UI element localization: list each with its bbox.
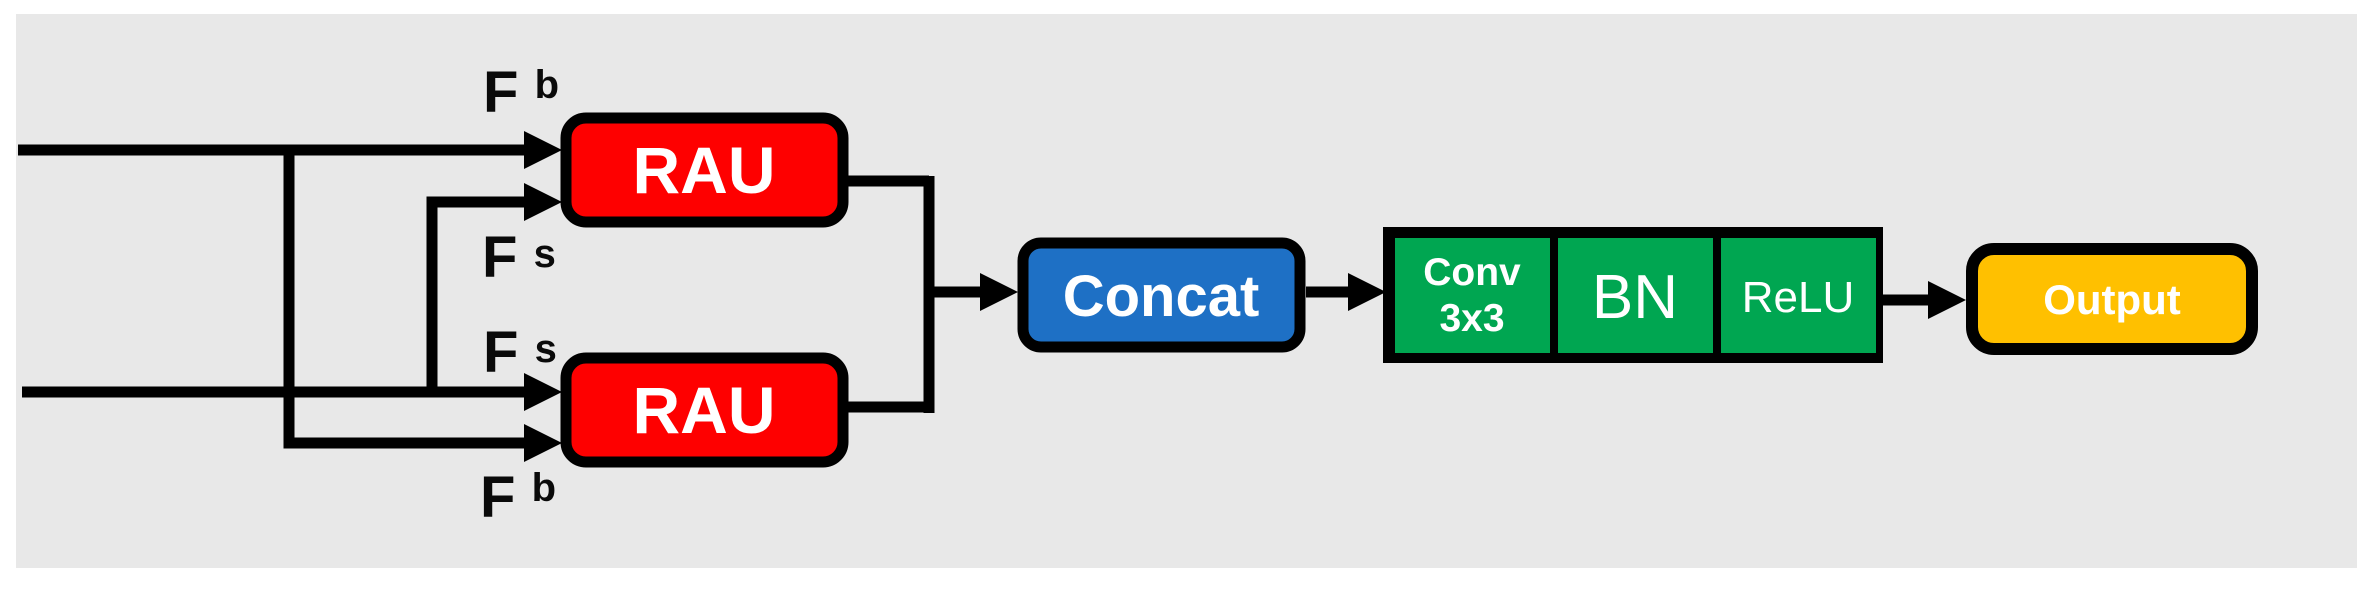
rau-bottom-label: RAU bbox=[633, 373, 776, 447]
label-fb-bottom-base: F bbox=[480, 465, 515, 530]
rau-bottom-box bbox=[560, 352, 849, 468]
relu-label: ReLU bbox=[1742, 273, 1855, 322]
label-input-bottom-fb: F b bbox=[480, 465, 556, 530]
arrowhead-rau-top-input1 bbox=[524, 131, 562, 169]
output-box bbox=[1966, 243, 2258, 355]
label-fs-upper-sup: s bbox=[534, 232, 556, 276]
arrowhead-conv-input bbox=[1348, 273, 1386, 311]
label-fs-lower-base: F bbox=[483, 320, 518, 385]
concat-label: Concat bbox=[1063, 264, 1260, 329]
label-fs-lower-sup: s bbox=[535, 327, 557, 371]
relu-box bbox=[1721, 238, 1876, 353]
bn-label: BN bbox=[1592, 263, 1678, 332]
arrowhead-rau-bottom-input2 bbox=[524, 424, 562, 462]
rau-top-box bbox=[560, 112, 849, 228]
arrowhead-rau-bottom-input1 bbox=[524, 373, 562, 411]
bn-box bbox=[1558, 238, 1713, 353]
arrowhead-concat-input bbox=[980, 273, 1018, 311]
rau-top-label: RAU bbox=[633, 133, 776, 207]
arrowhead-output-input bbox=[1928, 281, 1966, 319]
arrowhead-rau-top-input2 bbox=[524, 183, 562, 221]
label-input-top-fb: F b bbox=[483, 60, 559, 125]
conv-label-line1: Conv bbox=[1423, 251, 1521, 294]
conv-box bbox=[1395, 238, 1550, 353]
label-fb-top-base: F bbox=[483, 60, 518, 125]
label-input-upper-fs: F s bbox=[482, 225, 556, 290]
label-fb-top-sup: b bbox=[535, 63, 559, 107]
concat-box bbox=[1017, 237, 1306, 353]
wire-branch-top-to-rau-bottom bbox=[283, 150, 528, 449]
conv-label-line2: 3x3 bbox=[1439, 297, 1504, 340]
label-fs-upper-base: F bbox=[482, 225, 517, 290]
output-label: Output bbox=[2043, 276, 2181, 323]
label-fb-bottom-sup: b bbox=[532, 466, 556, 510]
label-input-lower-fs: F s bbox=[483, 320, 557, 385]
wire-branch-bottom-to-rau-top bbox=[426, 196, 528, 392]
